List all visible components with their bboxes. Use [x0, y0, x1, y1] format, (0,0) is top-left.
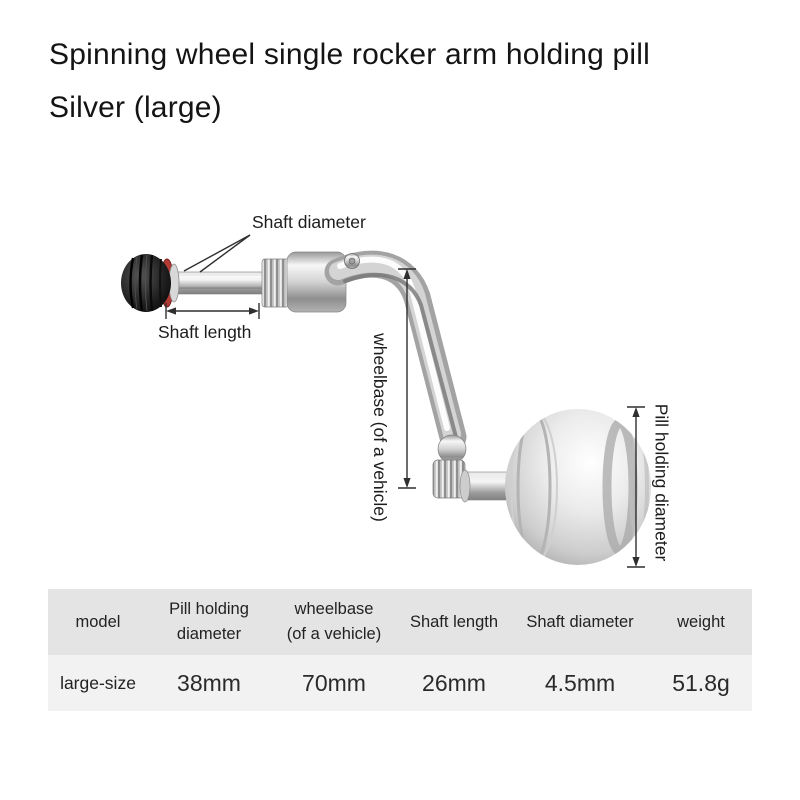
handle-knob	[121, 254, 180, 312]
cell-weight: 51.8g	[650, 655, 752, 711]
cell-model: large-size	[48, 655, 148, 711]
pill-knob	[505, 409, 651, 565]
dimension-marks	[165, 234, 645, 568]
cell-pill-holding-diameter: 38mm	[148, 655, 270, 711]
header-pill-holding-diameter: Pill holding diameter	[148, 589, 270, 655]
ball-joint	[432, 434, 513, 503]
header-model: model	[48, 589, 148, 655]
spec-table-header-row: model Pill holding diameter wheelbase (o…	[48, 589, 752, 655]
handle-shaft	[173, 271, 269, 295]
cell-shaft-diameter: 4.5mm	[510, 655, 650, 711]
pill-holding-diameter-label: Pill holding diameter	[651, 403, 672, 562]
header-wheelbase: wheelbase (of a vehicle)	[270, 589, 398, 655]
header-weight: weight	[650, 589, 752, 655]
page-title: Spinning wheel single rocker arm holding…	[49, 28, 650, 135]
shaft-length-label: Shaft length	[158, 322, 252, 342]
wheelbase-label: wheelbase (of a vehicle)	[369, 333, 390, 522]
cell-shaft-length: 26mm	[398, 655, 510, 711]
connector-screw-icon	[344, 253, 360, 269]
header-shaft-diameter: Shaft diameter	[510, 589, 650, 655]
title-line-2: Silver (large)	[49, 91, 222, 125]
header-shaft-length: Shaft length	[398, 589, 510, 655]
title-line-1: Spinning wheel single rocker arm holding…	[49, 38, 650, 71]
spec-table-data-row: large-size 38mm 70mm 26mm 4.5mm 51.8g	[48, 655, 752, 711]
spec-table: model Pill holding diameter wheelbase (o…	[48, 589, 752, 711]
rocker-arm	[324, 250, 467, 451]
cell-wheelbase: 70mm	[270, 655, 398, 711]
shaft-diameter-label: Shaft diameter	[252, 212, 366, 232]
